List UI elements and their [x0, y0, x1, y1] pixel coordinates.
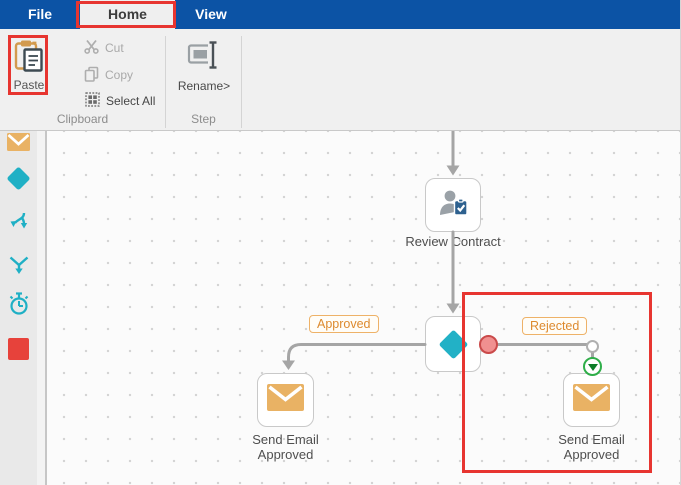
select-all-label: Select All	[106, 94, 156, 108]
annotation-highlight-paste-button	[8, 35, 48, 95]
envelope-icon	[7, 133, 30, 156]
annotation-highlight-home-tab	[76, 1, 176, 28]
annotation-highlight-rejected-branch	[462, 292, 652, 473]
envelope-icon	[267, 384, 304, 416]
rename-button[interactable]: Rename>	[178, 40, 230, 98]
cut-label: Cut	[105, 41, 124, 55]
copy-pages-icon	[84, 66, 99, 85]
send-email-left-label: Send Email Approved	[252, 432, 319, 462]
ribbon: Paste Cut Copy	[0, 29, 680, 131]
tab-home[interactable]: Home	[80, 0, 175, 29]
rename-icon	[184, 40, 224, 73]
user-task-icon	[437, 188, 469, 223]
merge-step-tool[interactable]	[6, 256, 31, 281]
timer-step-tool[interactable]	[6, 291, 31, 322]
approved-branch-label[interactable]: Approved	[309, 315, 379, 333]
palette-scrollbar[interactable]	[37, 131, 47, 485]
copy-label: Copy	[105, 68, 134, 82]
design-canvas: Review Contract Send Email Approved Send…	[0, 131, 680, 485]
ribbon-group-separator	[165, 36, 166, 128]
menubar: File Home View	[0, 0, 680, 29]
select-all-grid-icon	[85, 92, 100, 110]
down-arrow-icon	[587, 363, 598, 371]
send-email-right-label: Send Email Approved	[558, 432, 625, 462]
ribbon-group-separator	[241, 36, 242, 128]
paste-label: Paste	[13, 78, 45, 92]
decision-step-tool[interactable]	[6, 166, 31, 196]
end-square-icon	[7, 337, 30, 366]
split-step-tool[interactable]	[6, 211, 31, 240]
clipboard-group-label: Clipboard	[56, 112, 109, 126]
end-step-tool[interactable]	[6, 337, 31, 366]
review-contract-step[interactable]	[425, 178, 481, 232]
tab-file[interactable]: File	[27, 6, 53, 22]
paste-clipboard-icon	[14, 39, 44, 75]
review-contract-label: Review Contract	[405, 234, 501, 249]
split-arrows-icon	[7, 211, 31, 240]
step-group-label: Step	[191, 112, 216, 126]
cut-button[interactable]: Cut	[84, 39, 124, 57]
envelope-icon	[573, 384, 610, 416]
tab-view[interactable]: View	[195, 6, 227, 22]
send-email-approved-step-left[interactable]	[257, 373, 314, 427]
select-all-button[interactable]: Select All	[85, 92, 155, 110]
scissors-icon	[84, 39, 99, 57]
tool-palette	[0, 131, 37, 485]
send-email-approved-step-right[interactable]	[563, 373, 620, 427]
email-step-tool[interactable]	[6, 132, 31, 157]
merge-arrows-icon	[7, 254, 31, 283]
paste-button[interactable]: Paste	[11, 39, 47, 95]
rejected-branch-label[interactable]: Rejected	[522, 317, 588, 335]
stopwatch-icon	[7, 291, 31, 322]
diamond-icon	[6, 166, 31, 196]
rename-label: Rename>	[177, 79, 231, 93]
copy-button[interactable]: Copy	[84, 66, 133, 84]
decision-step[interactable]	[425, 316, 481, 372]
